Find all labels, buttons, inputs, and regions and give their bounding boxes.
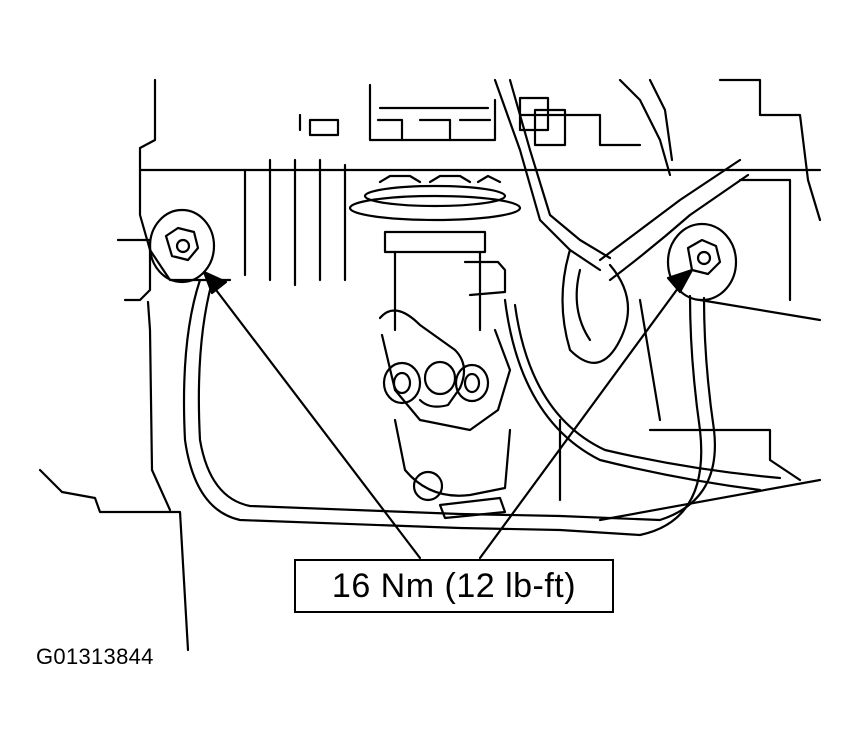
arrowhead-right [666, 268, 694, 294]
wiring-harness [493, 78, 782, 492]
mounting-bolt-left [148, 208, 216, 284]
arrowhead-left [202, 270, 228, 295]
steering-shaft-universal-joint [378, 250, 512, 520]
figure-id: G01313844 [36, 644, 154, 669]
steering-column-flange [348, 174, 522, 254]
torque-callout: 16 Nm (12 lb-ft) [294, 559, 614, 613]
ground-strap-left [182, 278, 562, 532]
ground-strap-right [558, 294, 716, 537]
housing-outline [38, 78, 822, 652]
torque-label: 16 Nm (12 lb-ft) [331, 566, 577, 605]
leader-arrows [202, 268, 694, 560]
